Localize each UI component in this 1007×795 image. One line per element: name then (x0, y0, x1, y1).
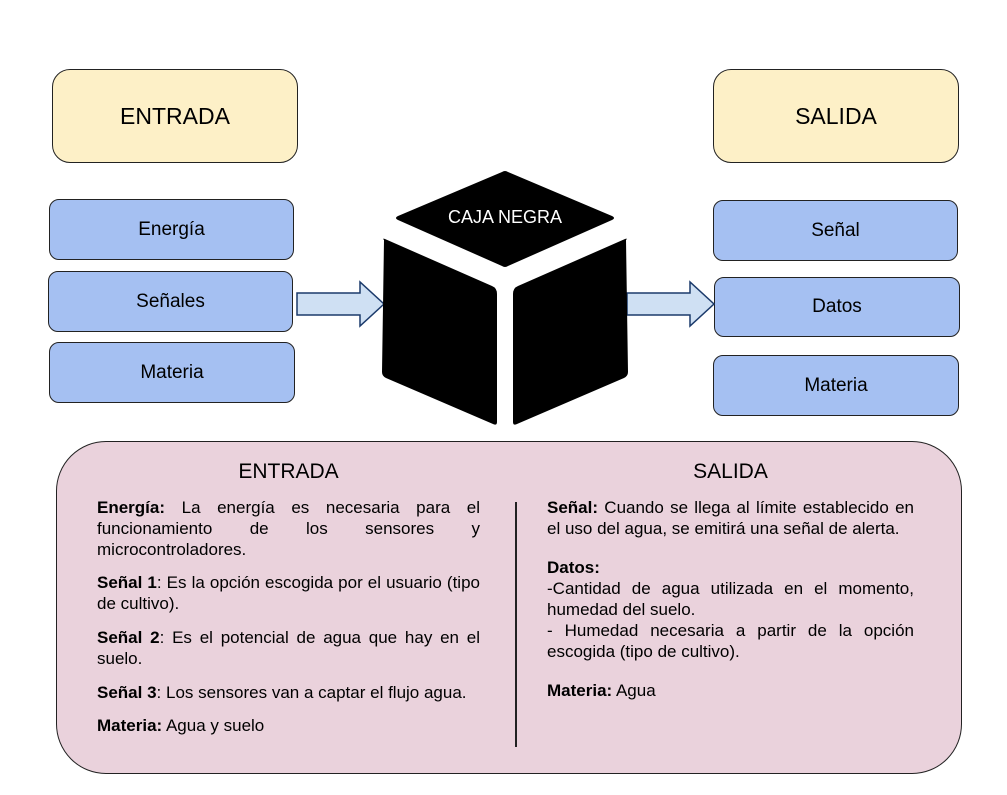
salida-header-label: SALIDA (795, 102, 877, 129)
salida-datos-term: Datos: (547, 558, 600, 577)
entrada-column-title: ENTRADA (238, 460, 339, 483)
salida-senal-paragraph: Señal: Cuando se llega al límite estable… (547, 498, 914, 538)
input-label: Energía (138, 218, 205, 240)
salida-datos-line2: - Humedad necesaria a partir de la opció… (547, 621, 914, 661)
output-label: Señal (811, 219, 860, 241)
entrada-senal3-paragraph: Señal 3: Los sensores van a captar el fl… (97, 683, 467, 702)
salida-column-text: Señal: Cuando se llega al límite estable… (547, 497, 914, 701)
salida-column-title: SALIDA (693, 460, 768, 483)
entrada-header-box: ENTRADA (52, 69, 298, 163)
output-box-senal: Señal (713, 200, 958, 261)
black-box-cube-icon: CAJA NEGRA (382, 171, 628, 425)
column-divider (515, 502, 517, 747)
input-label: Materia (140, 361, 204, 383)
entrada-column-text: Energía: La energía es necesaria para el… (97, 497, 480, 736)
output-box-materia: Materia (713, 355, 959, 416)
input-label: Señales (136, 290, 205, 312)
salida-materia-paragraph: Materia: Agua (547, 681, 656, 700)
input-box-energia: Energía (49, 199, 294, 260)
input-arrow-icon (296, 280, 386, 328)
input-box-senales: Señales (48, 271, 293, 332)
input-box-materia: Materia (49, 342, 295, 403)
salida-header-box: SALIDA (713, 69, 959, 163)
entrada-header-label: ENTRADA (120, 102, 230, 129)
entrada-senal1-paragraph: Señal 1: Es la opción escogida por el us… (97, 573, 480, 613)
entrada-senal2-paragraph: Señal 2: Es el potencial de agua que hay… (97, 628, 480, 668)
output-arrow-icon (626, 280, 716, 328)
entrada-materia-paragraph: Materia: Agua y suelo (97, 716, 265, 735)
output-box-datos: Datos (714, 277, 960, 337)
output-label: Datos (812, 296, 862, 317)
salida-datos-line1: -Cantidad de agua utilizada en el moment… (547, 579, 914, 619)
black-box-label: CAJA NEGRA (448, 207, 562, 227)
description-panel: ENTRADA SALIDA Energía: La energía es ne… (56, 441, 962, 774)
entrada-energia-paragraph: Energía: La energía es necesaria para el… (97, 498, 480, 559)
output-label: Materia (804, 374, 868, 396)
